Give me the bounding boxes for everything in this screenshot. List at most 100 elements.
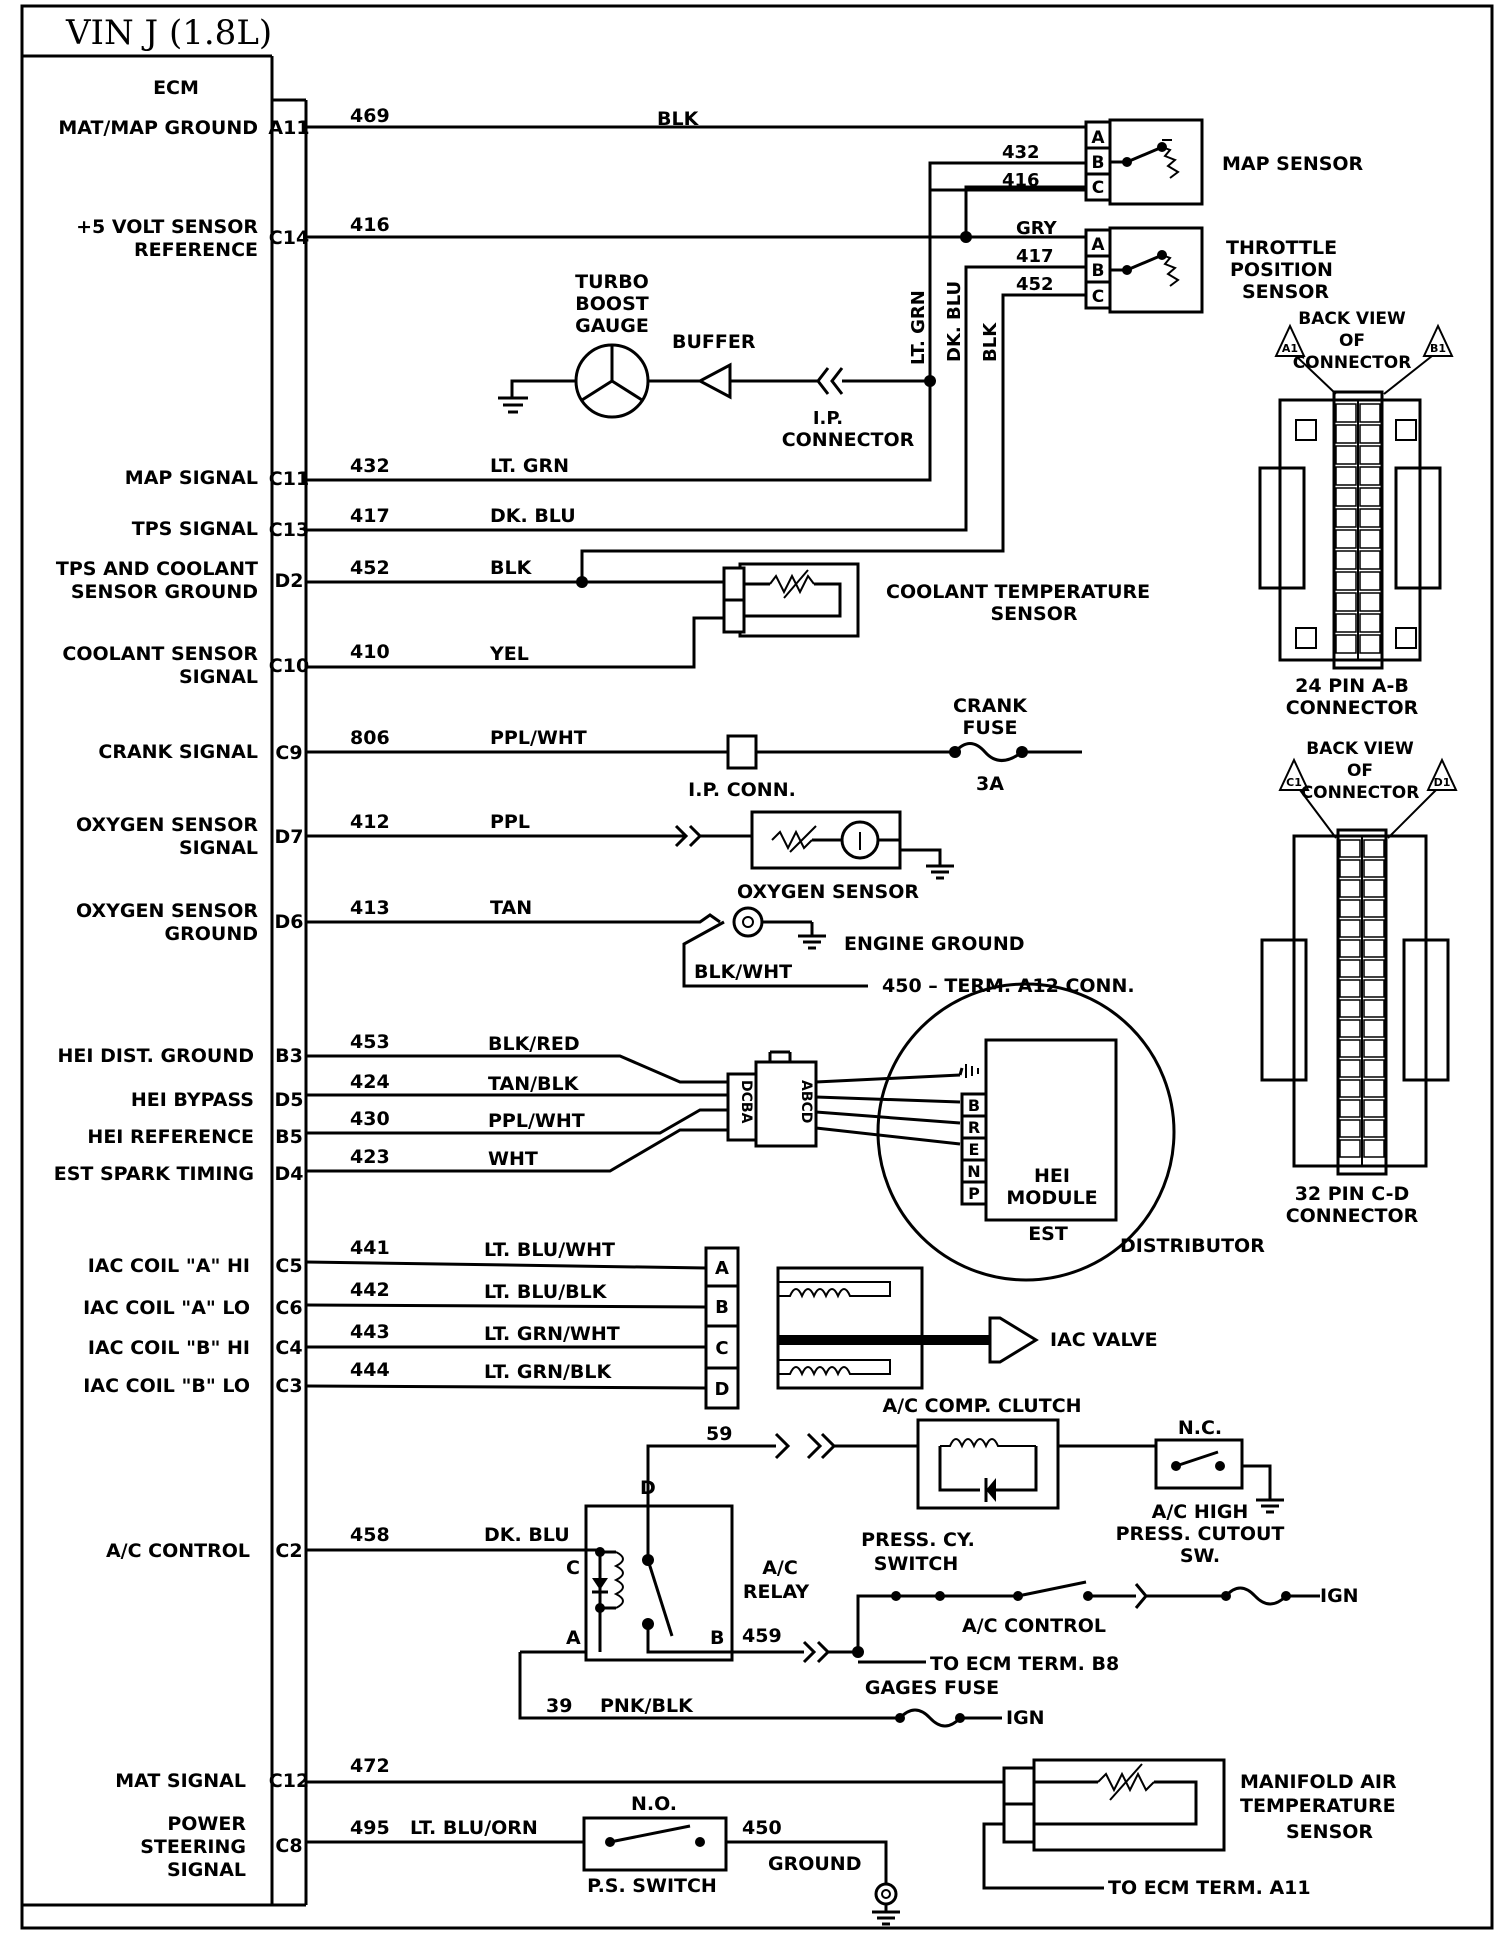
ecm-pin-labels: MAT/MAP GROUND A11 +5 VOLT SENSOR REFERE… bbox=[54, 117, 310, 1881]
connector-ab-cavity bbox=[1359, 466, 1381, 486]
turbo-label-1: TURBO bbox=[575, 271, 649, 293]
pin-id-c14: C14 bbox=[269, 227, 309, 249]
ecm-label: ECM bbox=[153, 77, 199, 99]
map-wire-432: 432 bbox=[1002, 142, 1040, 163]
connector-ab-cavity bbox=[1335, 508, 1357, 528]
wire-color-806: PPL/WHT bbox=[490, 727, 587, 749]
pin-id-c4: C4 bbox=[275, 1337, 302, 1359]
pin-name3-c8: SIGNAL bbox=[167, 1859, 246, 1881]
hei-pin-e: E bbox=[969, 1140, 980, 1159]
connector-cd-cavity bbox=[1363, 1139, 1385, 1158]
crank-ip-conn: I.P. CONN. bbox=[688, 779, 796, 801]
connector-cd-cells bbox=[1339, 839, 1385, 1158]
tps-label-1: THROTTLE bbox=[1226, 237, 1337, 259]
ab-label-2: CONNECTOR bbox=[1286, 697, 1419, 719]
iac-valve-label: IAC VALVE bbox=[1050, 1329, 1158, 1351]
pin-name-d2: TPS AND COOLANT bbox=[56, 558, 258, 580]
pin-name-c9: CRANK SIGNAL bbox=[98, 741, 258, 763]
pin-id-a11: A11 bbox=[268, 117, 309, 139]
connector-cd-cavity bbox=[1339, 919, 1361, 938]
wire-color-410: YEL bbox=[489, 643, 529, 665]
gages-fuse-label: GAGES FUSE bbox=[865, 1677, 999, 1699]
map-sensor-label: MAP SENSOR bbox=[1222, 153, 1364, 175]
ps-switch-label: P.S. SWITCH bbox=[587, 1875, 717, 1897]
tps-pin-a: A bbox=[1091, 235, 1105, 255]
pin-id-d6: D6 bbox=[275, 911, 304, 933]
connector-cd-cavity bbox=[1339, 1099, 1361, 1118]
wire-num-416: 416 bbox=[350, 214, 390, 236]
pin-id-c3: C3 bbox=[275, 1375, 302, 1397]
wire-num-441: 441 bbox=[350, 1237, 390, 1259]
ab-label-1: 24 PIN A-B bbox=[1295, 675, 1409, 697]
wire-num-452: 452 bbox=[350, 557, 390, 579]
pin-name-c11: MAP SIGNAL bbox=[125, 467, 258, 489]
wire-color-442: LT. BLU/BLK bbox=[484, 1281, 608, 1303]
vertical-label-dk-blu: DK. BLU bbox=[944, 281, 965, 362]
pin-name-c6: IAC COIL "A" LO bbox=[83, 1297, 250, 1319]
ign-label-2: IGN bbox=[1006, 1707, 1045, 1729]
map-pin-c: C bbox=[1092, 178, 1104, 198]
mat-label-3: SENSOR bbox=[1286, 1821, 1373, 1843]
press-cy-label-2: SWITCH bbox=[874, 1553, 959, 1575]
cd-c1: C1 bbox=[1286, 776, 1302, 789]
wire-59: 59 bbox=[706, 1423, 732, 1445]
pin-name2-d6: GROUND bbox=[165, 923, 258, 945]
connector-cd-cavity bbox=[1363, 999, 1385, 1018]
connector-cd-cavity bbox=[1363, 919, 1385, 938]
wire-num-432: 432 bbox=[350, 455, 390, 477]
ab-a1: A1 bbox=[1282, 342, 1298, 355]
connector-ab-cavity bbox=[1359, 592, 1381, 612]
ip-connector-label-2: CONNECTOR bbox=[782, 429, 915, 451]
wire-color-432: LT. GRN bbox=[490, 455, 569, 477]
connector-cd-cavity bbox=[1363, 899, 1385, 918]
connector-cd-cavity bbox=[1339, 1059, 1361, 1078]
connector-cd-cavity bbox=[1363, 939, 1385, 958]
wire-num-458: 458 bbox=[350, 1524, 390, 1546]
connector-ab-cavity bbox=[1335, 613, 1357, 633]
wire-color-444: LT. GRN/BLK bbox=[484, 1361, 613, 1383]
cd-back-view-1: BACK VIEW bbox=[1306, 739, 1414, 759]
connector-cd-cavity bbox=[1363, 879, 1385, 898]
connector-ab-cavity bbox=[1359, 445, 1381, 465]
iac-pin-b: B bbox=[715, 1297, 729, 1318]
hei-conn-left: DCBA bbox=[738, 1080, 754, 1124]
wire-color-495: LT. BLU/ORN bbox=[410, 1817, 538, 1839]
tps-pin-c: C bbox=[1092, 287, 1104, 307]
connector-cd-cavity bbox=[1363, 1019, 1385, 1038]
connector-24-pin-ab: BACK VIEW OF CONNECTOR A1 B1 bbox=[1258, 309, 1454, 670]
ab-back-view-2: OF bbox=[1339, 331, 1365, 351]
pin-id-d4: D4 bbox=[275, 1163, 304, 1185]
pin-name-b3: HEI DIST. GROUND bbox=[58, 1045, 254, 1067]
connector-cd-cavity bbox=[1339, 839, 1361, 858]
relay-d: D bbox=[640, 1477, 656, 1499]
wire-num-806: 806 bbox=[350, 727, 390, 749]
wire-color-443: LT. GRN/WHT bbox=[484, 1323, 620, 1345]
pin-id-d5: D5 bbox=[275, 1089, 304, 1111]
connector-ab-cells bbox=[1335, 403, 1381, 654]
wire-color-453: BLK/RED bbox=[488, 1033, 580, 1055]
cd-label-1: 32 PIN C-D bbox=[1295, 1183, 1410, 1205]
ac-clutch-label: A/C COMP. CLUTCH bbox=[882, 1395, 1081, 1417]
pin-name2-d2: SENSOR GROUND bbox=[71, 581, 258, 603]
tps-label-3: SENSOR bbox=[1242, 281, 1329, 303]
pin-id-c6: C6 bbox=[275, 1297, 302, 1319]
wire-num-423: 423 bbox=[350, 1146, 390, 1168]
wire-num-453: 453 bbox=[350, 1031, 390, 1053]
hei-est-label: EST bbox=[1028, 1223, 1068, 1245]
pin-name-d5: HEI BYPASS bbox=[131, 1089, 254, 1111]
cd-label-2: CONNECTOR bbox=[1286, 1205, 1419, 1227]
mat-label-2: TEMPERATURE bbox=[1240, 1795, 1396, 1817]
relay-c: C bbox=[566, 1557, 580, 1579]
wire-num-424: 424 bbox=[350, 1071, 390, 1093]
connector-ab-cavity bbox=[1359, 550, 1381, 570]
tps-wire-452: 452 bbox=[1016, 274, 1054, 295]
oxygen-blk-wht: BLK/WHT bbox=[694, 961, 792, 983]
pin-id-c11: C11 bbox=[269, 468, 309, 490]
connector-cd-cavity bbox=[1363, 1099, 1385, 1118]
press-cy-label-1: PRESS. CY. bbox=[861, 1529, 975, 1551]
tps-label-2: POSITION bbox=[1230, 259, 1333, 281]
connector-ab-cavity bbox=[1335, 529, 1357, 549]
pin-name-c4: IAC COIL "B" HI bbox=[88, 1337, 250, 1359]
connector-cd-cavity bbox=[1339, 899, 1361, 918]
pin-name-b5: HEI REFERENCE bbox=[87, 1126, 254, 1148]
